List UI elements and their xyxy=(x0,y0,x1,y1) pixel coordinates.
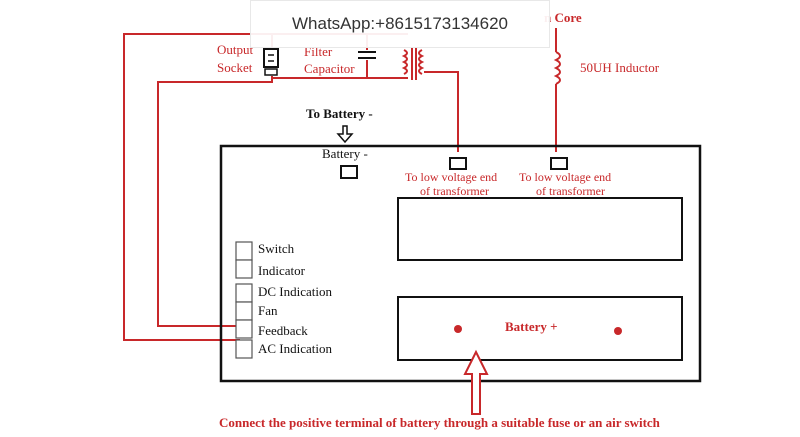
footer-note: Connect the positive terminal of battery… xyxy=(219,415,661,430)
output-socket-label-1: Output xyxy=(217,42,254,57)
capacitor-icon xyxy=(358,51,376,59)
connector-label-dc-indication: DC Indication xyxy=(258,284,333,299)
battery-minus-terminal xyxy=(340,165,358,179)
up-arrow-icon xyxy=(463,349,489,415)
low-voltage-label-1b: of transformer xyxy=(420,184,489,198)
battery-minus-label: Battery - xyxy=(322,146,368,161)
connector-pin-switch xyxy=(235,241,253,261)
transformer-icon xyxy=(401,48,425,80)
down-arrow-icon xyxy=(336,125,354,144)
wire-feedback-inner xyxy=(157,76,273,327)
connector-pin-dc-indication xyxy=(235,283,253,303)
low-voltage-label-2a: To low voltage end xyxy=(519,170,611,184)
battery-plus-screw-left xyxy=(454,325,462,333)
connector-label-ac-indication: AC Indication xyxy=(258,341,333,356)
low-voltage-terminal-2 xyxy=(550,157,568,170)
connector-pin-fan xyxy=(235,301,253,321)
output-socket-icon xyxy=(263,48,279,76)
connector-label-feedback: Feedback xyxy=(258,323,308,338)
connector-pin-ac-indication xyxy=(235,339,253,359)
connector-label-indicator: Indicator xyxy=(258,263,306,278)
wire-transformer-terminal1 xyxy=(424,71,459,152)
filter-capacitor-label-2: Capacitor xyxy=(304,61,355,76)
connector-pin-indicator xyxy=(235,259,253,279)
battery-plus-label: Battery + xyxy=(505,319,558,334)
inductor-icon xyxy=(553,51,561,85)
low-voltage-label-1a: To low voltage end xyxy=(405,170,497,184)
battery-plus-bar xyxy=(397,296,683,361)
low-voltage-label-2b: of transformer xyxy=(536,184,605,198)
connector-label-fan: Fan xyxy=(258,303,278,318)
to-battery-minus-label: To Battery - xyxy=(306,106,373,121)
battery-plus-screw-right xyxy=(614,327,622,335)
connector-label-switch: Switch xyxy=(258,241,295,256)
low-voltage-terminal-1 xyxy=(449,157,467,170)
watermark-banner: WhatsApp:+8615173134620 xyxy=(250,0,550,48)
connector-pin-column xyxy=(235,241,253,359)
connector-pin-feedback xyxy=(235,319,253,339)
watermark-text: WhatsApp:+8615173134620 xyxy=(292,14,508,33)
inductor-label: 50UH Inductor xyxy=(580,60,660,75)
board-outline xyxy=(219,144,702,383)
core-label: n Core xyxy=(544,10,582,25)
output-socket-label-2: Socket xyxy=(217,60,253,75)
upper-panel xyxy=(397,197,683,261)
